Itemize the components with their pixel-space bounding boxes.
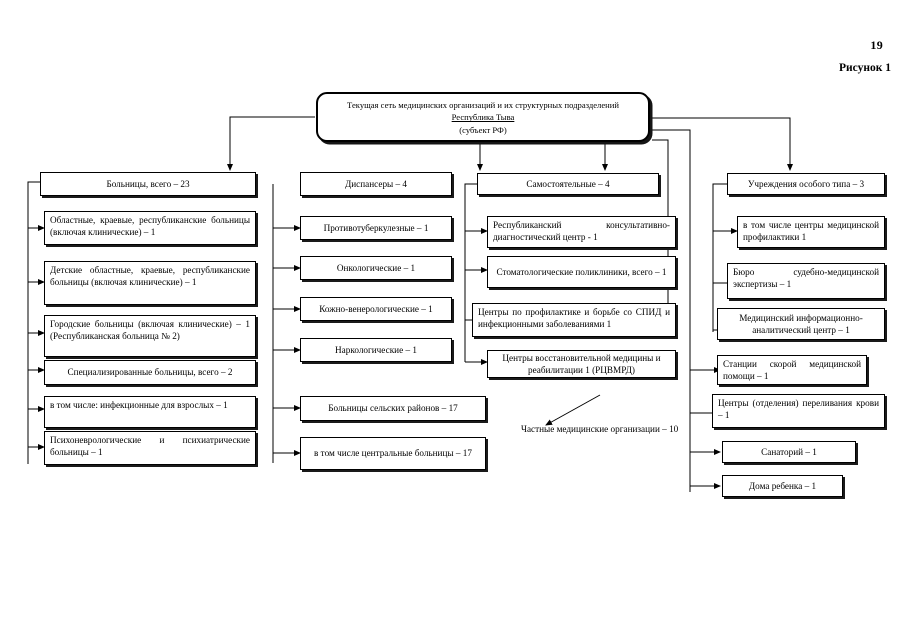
node-special-2: Бюро судебно-медицинской экспертизы – 1 xyxy=(727,263,885,299)
root-line-1: Текущая сеть медицинских организаций и и… xyxy=(347,100,619,110)
node-central-hospitals: в том числе центральные больницы – 17 xyxy=(300,437,486,470)
node-dispensaries-1: Противотуберкулезные – 1 xyxy=(300,216,452,240)
node-special-7: Дома ребенка – 1 xyxy=(722,475,843,497)
node-independent-2: Стоматологические поликлиники, всего – 1 xyxy=(487,256,676,288)
node-dispensaries-3: Кожно-венерологические – 1 xyxy=(300,297,452,321)
node-hospitals-3: Городские больницы (включая клинические)… xyxy=(44,315,256,357)
figure-label: Рисунок 1 xyxy=(839,62,891,74)
column-header-hospitals: Больницы, всего – 23 xyxy=(40,172,256,196)
page-number: 19 xyxy=(870,38,883,52)
node-special-1: в том числе центры медицинской профилакт… xyxy=(737,216,885,248)
node-hospitals-4: Специализированные больницы, всего – 2 xyxy=(44,360,256,385)
node-independent-1: Республиканский консультативно-диагности… xyxy=(487,216,676,248)
node-rural-hospitals: Больницы сельских районов – 17 xyxy=(300,396,486,421)
node-hospitals-5: в том числе: инфекционные для взрослых –… xyxy=(44,396,256,428)
column-header-independent: Самостоятельные – 4 xyxy=(477,173,659,195)
node-dispensaries-4: Наркологические – 1 xyxy=(300,338,452,362)
column-header-dispensaries: Диспансеры – 4 xyxy=(300,172,452,196)
node-independent-4: Центры восстановительной медицины и реаб… xyxy=(487,350,676,378)
column-header-special-type: Учреждения особого типа – 3 xyxy=(727,173,885,195)
node-dispensaries-2: Онкологические – 1 xyxy=(300,256,452,280)
node-special-6: Санаторий – 1 xyxy=(722,441,856,463)
root-line-2: Республика Тыва xyxy=(451,112,515,123)
node-hospitals-6: Психоневрологические и психиатрические б… xyxy=(44,431,256,465)
node-special-5: Центры (отделения) переливания крови – 1 xyxy=(712,394,885,428)
node-independent-3: Центры по профилактике и борьбе со СПИД … xyxy=(472,303,676,337)
node-hospitals-1: Областные, краевые, республиканские боль… xyxy=(44,211,256,245)
node-special-4: Станции скорой медицинской помощи – 1 xyxy=(717,355,867,385)
node-hospitals-2: Детские областные, краевые, республиканс… xyxy=(44,261,256,305)
root-box: Текущая сеть медицинских организаций и и… xyxy=(316,92,650,142)
root-line-3: (субъект РФ) xyxy=(459,124,507,135)
node-special-3: Медицинский информационно-аналитический … xyxy=(717,308,885,340)
private-organizations-note: Частные медицинские организации – 10 xyxy=(521,424,679,434)
